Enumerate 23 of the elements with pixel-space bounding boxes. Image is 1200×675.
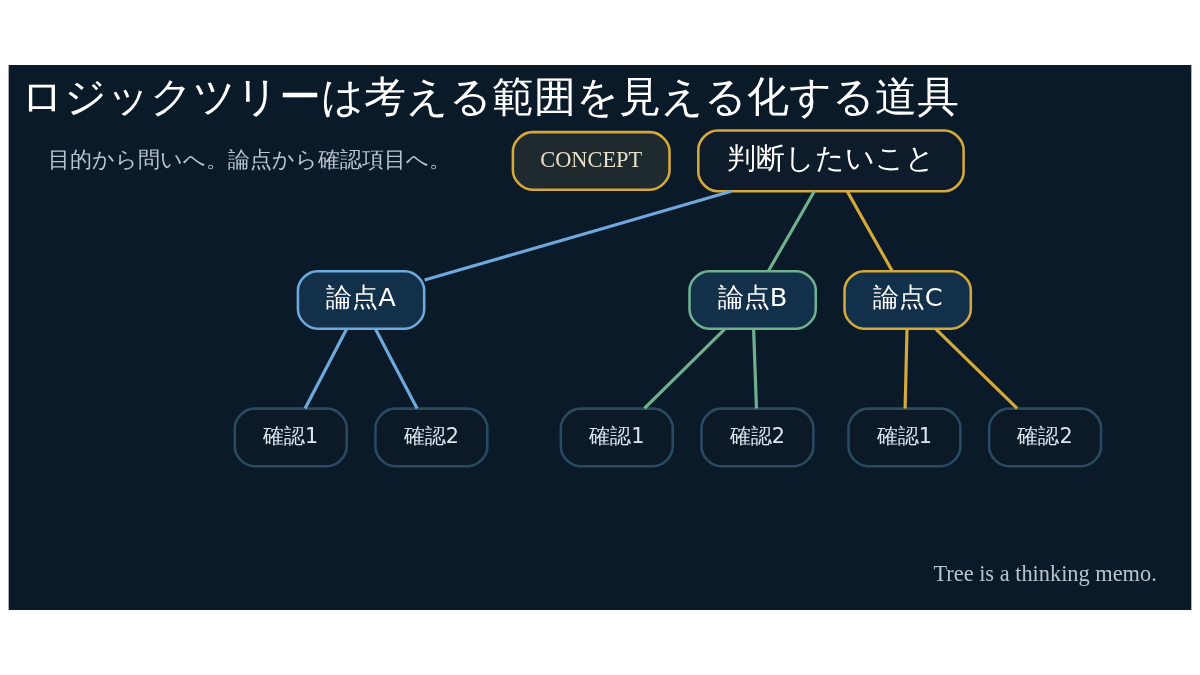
connector: [767, 190, 816, 272]
node-box: 確認1: [233, 407, 348, 468]
connector: [903, 329, 909, 409]
node-box: 確認2: [987, 407, 1103, 468]
node-box: CONCEPT: [511, 130, 671, 191]
node-box: 論点C: [843, 269, 973, 330]
connector: [643, 328, 726, 410]
connector: [752, 329, 759, 409]
node-box: 確認2: [700, 407, 815, 468]
node-box: 確認1: [559, 407, 674, 468]
connector: [303, 328, 348, 410]
node-box: 論点B: [688, 269, 818, 330]
node-box: 確認1: [847, 407, 962, 468]
node-box: 確認2: [374, 407, 489, 468]
label: 目的から問いへ。論点から確認項目へ。: [47, 145, 451, 172]
node-box: 判断したいこと: [697, 129, 965, 193]
label: Tree is a thinking memo.: [933, 560, 1157, 586]
connector: [935, 328, 1019, 410]
node-box: 論点A: [296, 269, 426, 330]
diagram-title: ロジックツリーは考える範囲を見える化する道具: [20, 72, 959, 122]
connector: [845, 190, 894, 272]
connector: [424, 189, 732, 282]
connector: [374, 328, 419, 410]
